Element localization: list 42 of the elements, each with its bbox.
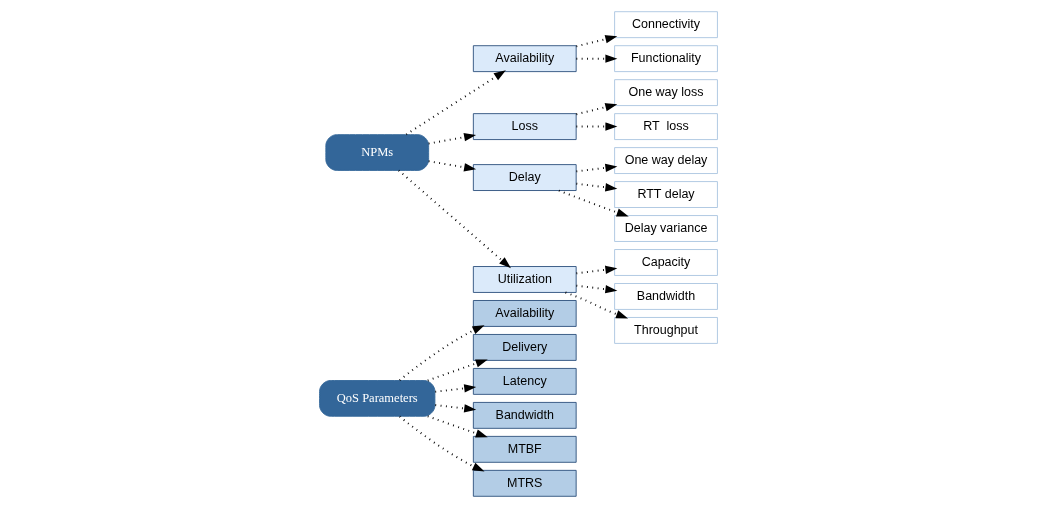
node-box: One way delay: [614, 147, 718, 174]
node-box: Delivery: [472, 334, 577, 361]
arrow: [575, 182, 618, 192]
arrow: [575, 284, 618, 294]
node-box: Availability: [472, 45, 577, 73]
node-box: Connectivity: [614, 11, 718, 39]
node-box: Utilization: [472, 266, 577, 293]
node-box: Delay variance: [614, 215, 718, 242]
node-box: RT loss: [614, 113, 718, 140]
node-box: Functionality: [614, 45, 718, 73]
arrow: [575, 122, 618, 131]
arrow: [557, 189, 629, 217]
arrow: [434, 384, 477, 393]
node-box: NPMs: [325, 134, 430, 171]
arrow: [575, 35, 618, 48]
arrow: [397, 169, 511, 269]
arrow: [405, 70, 506, 136]
arrow: [564, 291, 629, 319]
node-box: MTRS: [472, 469, 577, 497]
node-box: Availability: [472, 300, 577, 327]
arrow: [434, 404, 477, 413]
arrow: [427, 133, 477, 145]
arrow: [426, 415, 488, 438]
arrow: [427, 160, 477, 172]
node-box: QoS Parameters: [319, 380, 436, 417]
arrow: [398, 415, 485, 472]
arrow: [575, 163, 618, 173]
node-box: Capacity: [614, 249, 718, 276]
node-box: RTT delay: [614, 181, 718, 208]
node-box: Latency: [472, 368, 577, 395]
node-box: One way loss: [614, 79, 718, 107]
arrow: [575, 54, 618, 63]
node-box: Bandwidth: [472, 401, 577, 429]
node-box: Bandwidth: [614, 283, 718, 310]
arrow: [575, 265, 618, 275]
node-box: MTBF: [472, 435, 577, 463]
arrow: [575, 103, 618, 116]
arrow: [398, 325, 485, 382]
arrow: [426, 359, 488, 382]
node-box: Throughput: [614, 317, 718, 344]
node-box: Delay: [472, 164, 577, 191]
node-box: Loss: [472, 113, 577, 140]
